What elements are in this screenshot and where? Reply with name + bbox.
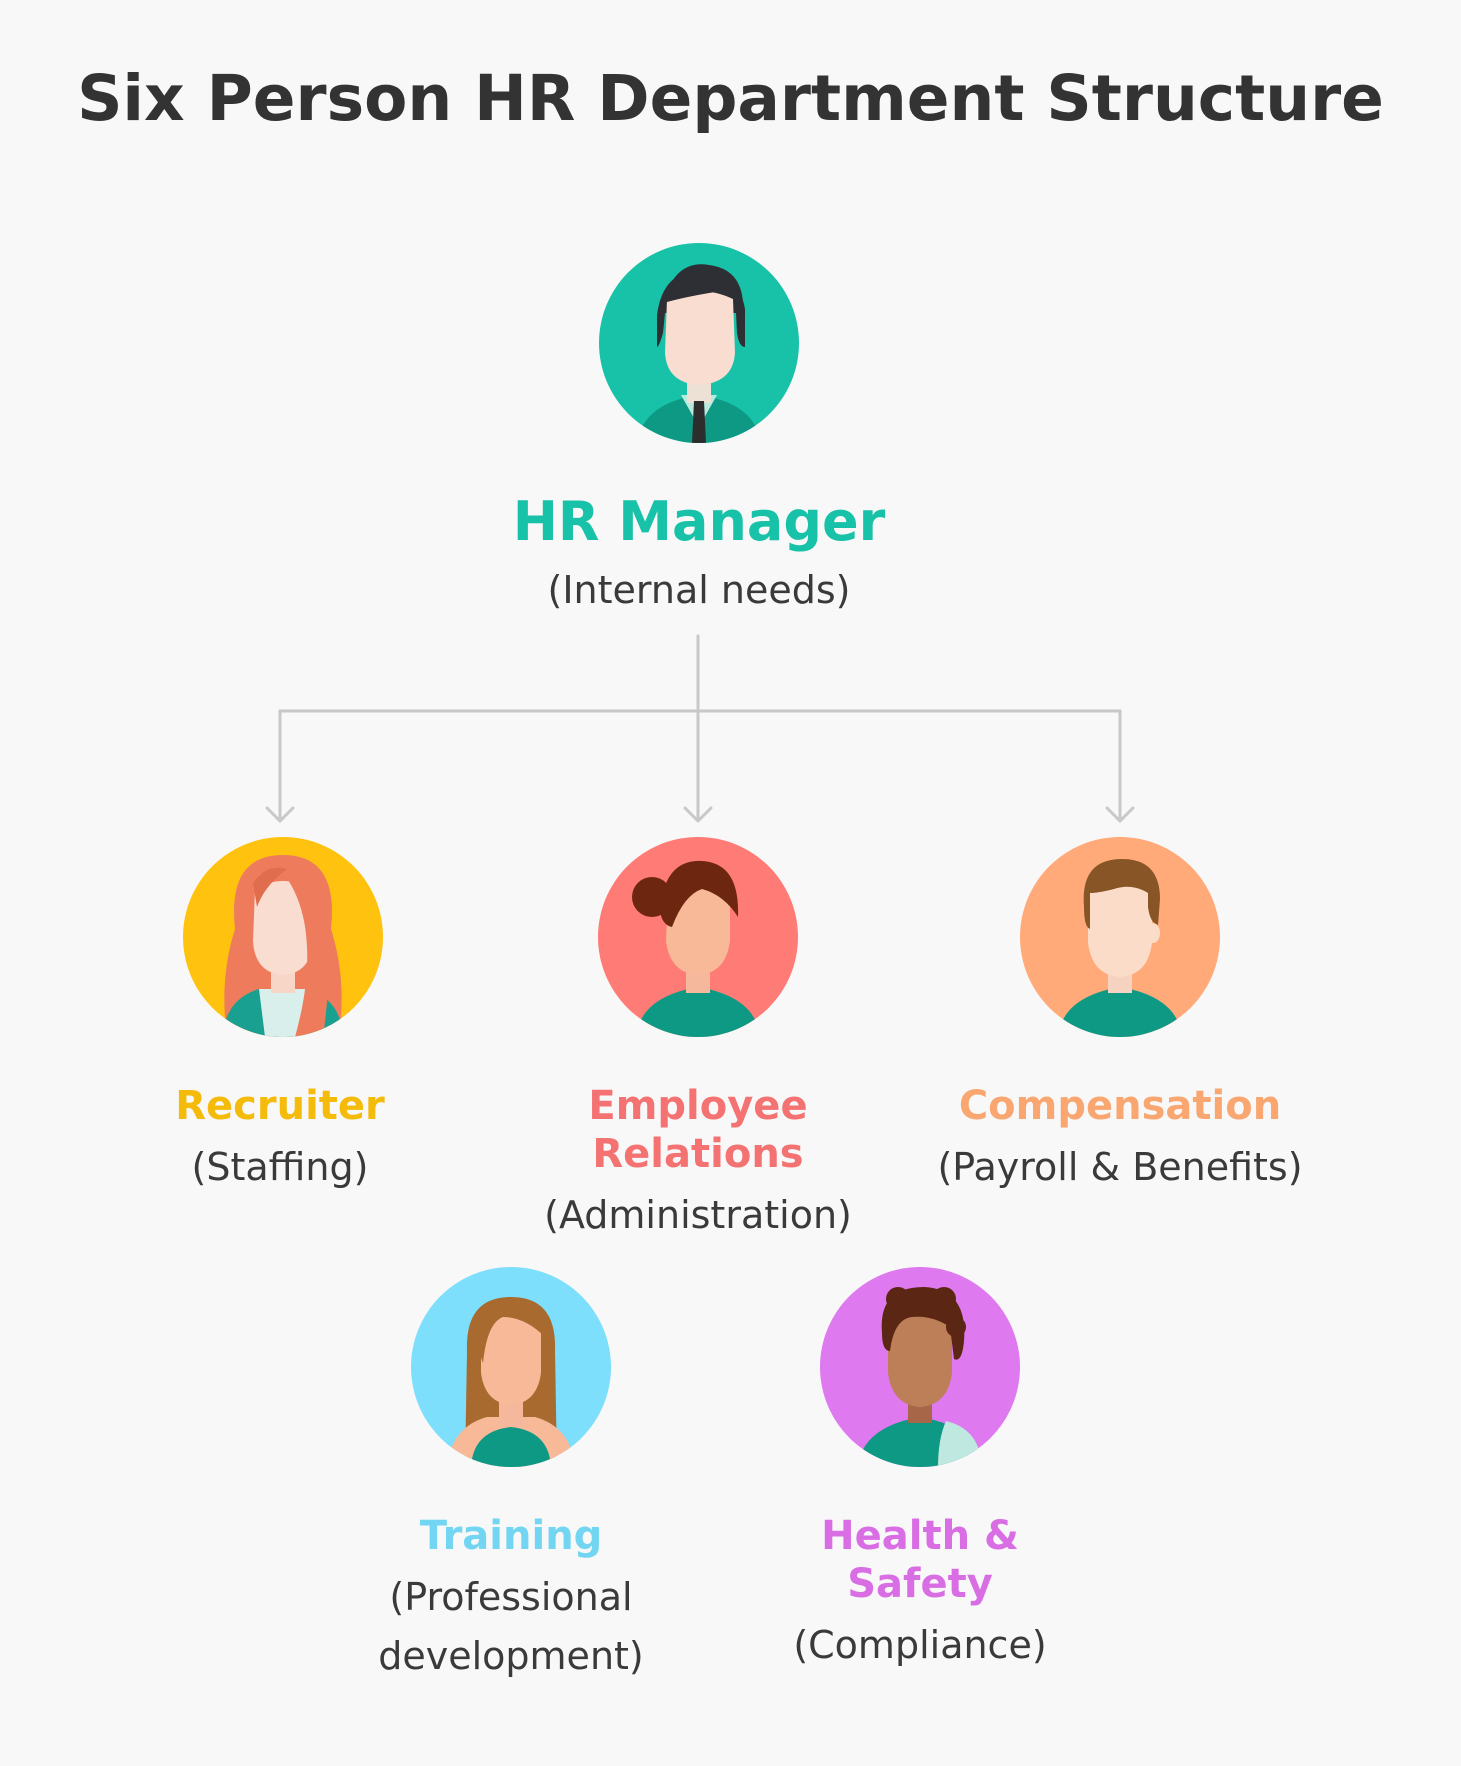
page-title: Six Person HR Department Structure <box>77 62 1384 135</box>
compensation-label-block: Compensation (Payroll & Benefits) <box>895 1082 1345 1197</box>
training-subtitle-line1: (Professional <box>389 1575 633 1619</box>
hr-manager-avatar <box>599 243 799 443</box>
training-title: Training <box>419 1513 603 1559</box>
hr-manager-label-block: HR Manager (Internal needs) <box>449 490 949 620</box>
training-avatar <box>411 1267 611 1467</box>
health-safety-title: Health & Safety <box>821 1513 1019 1607</box>
training-subtitle-line2: development) <box>378 1633 644 1678</box>
compensation-title: Compensation <box>958 1083 1282 1129</box>
health-safety-subtitle: (Compliance) <box>793 1623 1047 1667</box>
hr-manager-subtitle: (Internal needs) <box>547 567 851 612</box>
recruiter-title: Recruiter <box>175 1083 385 1129</box>
employee-relations-label-block: Employee Relations (Administration) <box>498 1082 898 1245</box>
recruiter-label-block: Recruiter (Staffing) <box>130 1082 430 1197</box>
health-safety-avatar <box>820 1267 1020 1467</box>
employee-relations-title: Employee Relations <box>588 1083 808 1177</box>
compensation-subtitle: (Payroll & Benefits) <box>937 1145 1303 1189</box>
health-safety-label-block: Health & Safety (Compliance) <box>745 1512 1095 1675</box>
arrowhead-left <box>265 806 295 823</box>
recruiter-subtitle: (Staffing) <box>191 1145 369 1189</box>
arrowhead-right <box>1105 806 1135 823</box>
training-label-block: Training (Professional development) <box>361 1512 661 1686</box>
employee-relations-avatar <box>598 837 798 1037</box>
arrowhead-center <box>683 806 713 823</box>
compensation-avatar <box>1020 837 1220 1037</box>
hr-manager-title: HR Manager <box>512 490 886 553</box>
employee-relations-subtitle: (Administration) <box>544 1193 852 1237</box>
recruiter-avatar <box>183 837 383 1037</box>
